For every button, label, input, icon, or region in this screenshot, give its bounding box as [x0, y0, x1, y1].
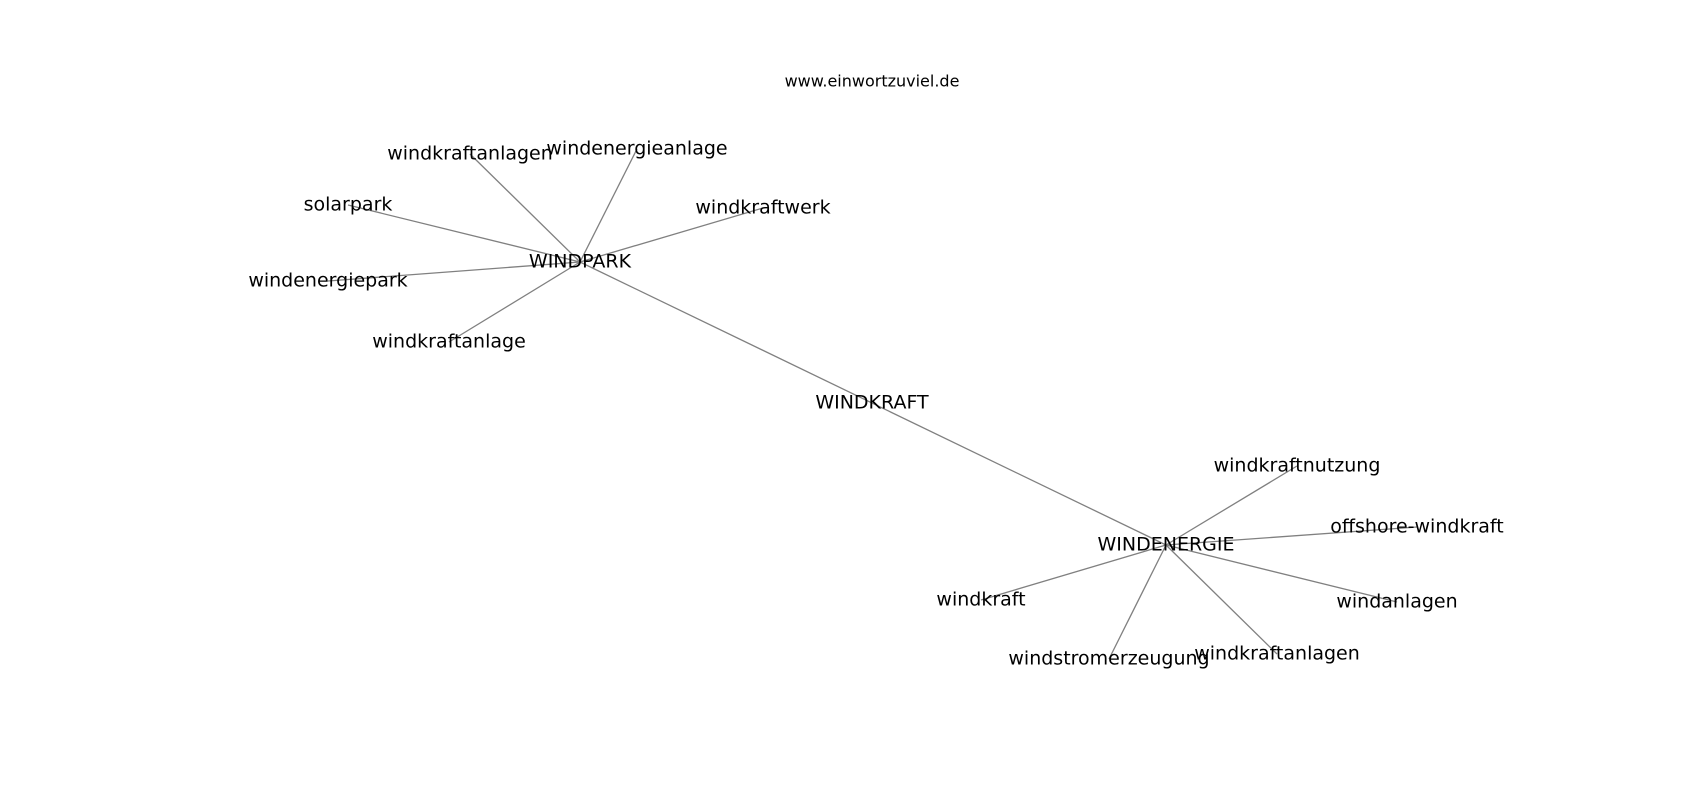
node-label-windkraftanlagen-2: windkraftanlagen [1194, 643, 1360, 665]
edge-windpark-solarpark [347, 204, 581, 263]
node-label-windenergiepark: windenergiepark [248, 270, 407, 292]
edge-windpark-windkraftwerk [579, 207, 764, 263]
edge-windpark-windkraftanlage [448, 261, 581, 343]
node-label-windstromerzeugung: windstromerzeugung [1008, 648, 1209, 670]
edge-windenergie-windanlagen [1165, 544, 1398, 603]
node-label-windenergieanlage: windenergieanlage [546, 138, 727, 160]
watermark-text: www.einwortzuviel.de [785, 72, 960, 91]
node-label-windkraft-hub: WINDKRAFT [815, 392, 929, 414]
edge-windenergie-windstromerzeugung [1108, 544, 1167, 660]
edge-windpark-windkraftanlagen_1 [469, 153, 581, 263]
node-label-windpark: WINDPARK [529, 251, 632, 273]
edge-windenergie-windkraftnutzung [1165, 465, 1298, 546]
node-label-solarpark: solarpark [304, 194, 393, 216]
node-label-windkraftnutzung: windkraftnutzung [1214, 455, 1381, 477]
edge-windenergie-windkraft_leaf [980, 544, 1167, 601]
node-label-windenergie: WINDENERGIE [1098, 534, 1235, 556]
node-label-offshore-windkraft: offshore-windkraft [1330, 516, 1503, 538]
edge-layer [327, 148, 1418, 660]
edge-windpark-windenergie [579, 261, 1167, 546]
edge-windenergie-windkraftanlagen_2 [1165, 544, 1278, 655]
edge-windpark-windenergieanlage [579, 148, 638, 263]
node-label-windkraft-leaf: windkraft [936, 589, 1025, 611]
edge-windpark-windenergiepark [327, 261, 581, 282]
node-label-layer: WINDPARK WINDKRAFT WINDENERGIE windkraftanl… [248, 138, 1503, 670]
node-label-windanlagen: windanlagen [1336, 591, 1457, 613]
edge-windenergie-offshore_windkraft [1165, 526, 1418, 546]
node-label-windkraftanlage: windkraftanlage [372, 331, 526, 353]
node-label-windkraftwerk: windkraftwerk [695, 197, 830, 219]
node-label-windkraftanlagen-1: windkraftanlagen [387, 143, 553, 165]
